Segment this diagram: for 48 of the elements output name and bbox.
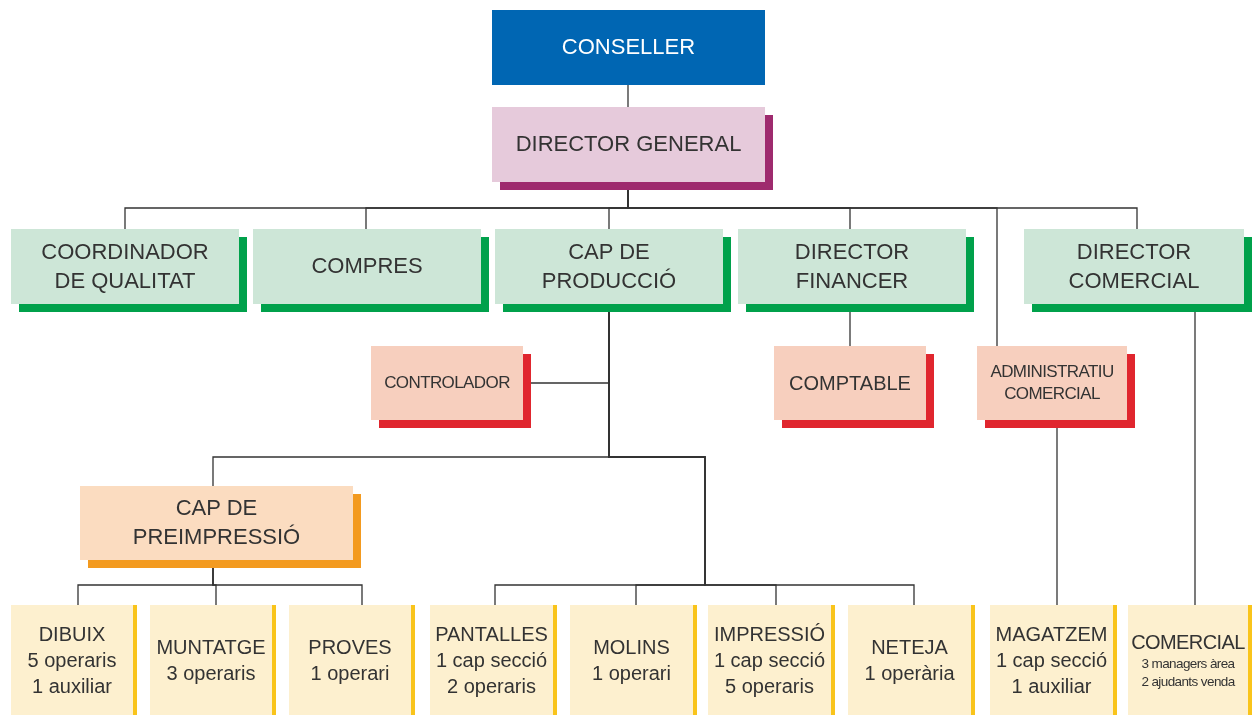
role-title: MUNTATGE [156, 635, 266, 660]
staff-count: 2 ajudants venda [1141, 673, 1235, 691]
role-title: CONTROLADOR [384, 371, 510, 394]
role-title: COMPRES [311, 252, 423, 281]
section-box [708, 605, 835, 715]
staff-count: 1 cap secció [995, 648, 1108, 673]
section-box [990, 605, 1117, 715]
top-role-box [492, 10, 765, 85]
staff-count: 1 auxiliar [1011, 674, 1092, 699]
staff-count: 2 operaris [447, 674, 536, 699]
role-title: DIBUIX [38, 622, 106, 647]
connector-line [212, 567, 363, 606]
section-box [430, 605, 557, 715]
staff-count: 1 cap secció [435, 648, 548, 673]
role-title: PANTALLES [435, 622, 548, 647]
staff-count: 3 managers àrea [1141, 655, 1235, 673]
section-box [1128, 605, 1252, 715]
staff-count: 5 operaris [27, 648, 117, 673]
staff-count: 1 operari [310, 661, 390, 686]
staff-count: 3 operaris [166, 661, 256, 686]
role-title: DIRECTOR COMERCIAL [1067, 237, 1201, 295]
role-title: COMPTABLE [789, 371, 911, 396]
role-title: PROVES [308, 635, 392, 660]
section-box [150, 605, 276, 715]
staff-count: 1 operari [592, 661, 671, 686]
section-box [11, 605, 137, 715]
role-title: IMPRESSIÓ [713, 622, 826, 647]
staff-count: 1 cap secció [713, 648, 826, 673]
role-title: CAP DE PREIMPRESSIÓ [131, 494, 302, 551]
role-title: ADMINISTRATIU COMERCIAL [989, 360, 1115, 405]
role-title: DIRECTOR GENERAL [515, 130, 742, 159]
role-title: MOLINS [593, 635, 670, 660]
staff-count: 5 operaris [725, 674, 814, 699]
role-title: MAGATZEM [995, 622, 1108, 647]
connector-line [627, 189, 1138, 230]
role-title: COORDINADOR DE QUALITAT [40, 237, 210, 295]
role-title: DIRECTOR FINANCER [793, 237, 911, 295]
staff-count: 1 auxiliar [31, 674, 112, 699]
connector-line [627, 84, 629, 108]
connector-line [608, 311, 915, 606]
role-title: CONSELLER [561, 33, 696, 62]
section-box [848, 605, 975, 715]
role-title: CAP DE PRODUCCIÓ [540, 237, 678, 295]
role-title: NETEJA [871, 635, 948, 660]
staff-count: 1 operària [864, 661, 955, 686]
section-box [289, 605, 415, 715]
section-box [570, 605, 697, 715]
role-title: COMERCIAL [1131, 630, 1245, 656]
